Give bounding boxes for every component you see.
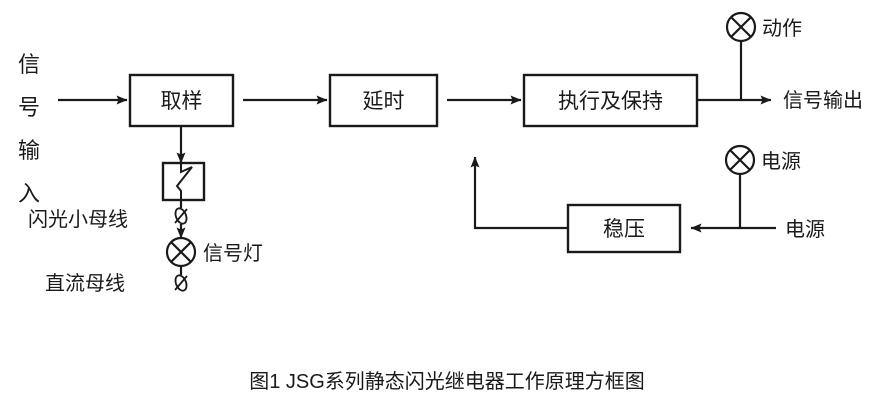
lamp-power-group: 电源: [724, 144, 801, 228]
lamp-action-cross-b: [730, 16, 752, 38]
flash-bus-label: 闪光小母线: [28, 208, 128, 231]
block-delay-rect: [328, 73, 439, 128]
terminal-icon-1: [174, 207, 188, 225]
block-sampling-label: 取样: [161, 90, 203, 113]
terminal-1-slash: [174, 208, 188, 224]
signal-output-label: 信号输出: [783, 89, 863, 112]
terminal-2-slash: [174, 275, 188, 291]
signal-input-char-3: 输: [18, 138, 40, 163]
block-regulator-rect: [566, 203, 682, 254]
terminal-icon-2: [174, 274, 188, 292]
lamp-signal-group: 信号灯: [165, 236, 263, 268]
block-sampling: 取样: [128, 73, 235, 128]
block-execute-hold: 执行及保持: [522, 73, 699, 128]
block-regulator-label: 稳压: [603, 218, 645, 241]
relay-contact-glyph: [175, 163, 193, 200]
block-execute-hold-label: 执行及保持: [558, 90, 663, 113]
relay-contact-rect: [161, 161, 206, 202]
block-delay-label: 延时: [363, 90, 405, 113]
signal-input-label: 信 号 输 入: [18, 52, 40, 206]
signal-input-char-4: 入: [18, 181, 40, 206]
block-regulator: 稳压: [566, 203, 682, 254]
feedback-regulator-to-execute: [470, 156, 568, 230]
power-input-label: 电源: [785, 218, 825, 241]
signal-input-char-1: 信: [18, 52, 40, 77]
block-delay: 延时: [328, 73, 439, 128]
signal-input-char-2: 号: [18, 95, 40, 120]
relay-contact-symbol: [161, 161, 206, 202]
dc-bus-label: 直流母线: [45, 272, 125, 295]
lamp-action-group: 动作: [725, 11, 802, 100]
lamp-signal-label: 信号灯: [203, 242, 263, 265]
lamp-signal-cross-b: [170, 241, 192, 263]
figure-caption: 图1 JSG系列静态闪光继电器工作原理方框图: [249, 370, 645, 393]
lamp-action-label: 动作: [762, 17, 802, 40]
lamp-power-label: 电源: [761, 150, 801, 173]
block-execute-hold-rect: [522, 73, 699, 128]
lamp-power-cross-b: [729, 149, 751, 171]
